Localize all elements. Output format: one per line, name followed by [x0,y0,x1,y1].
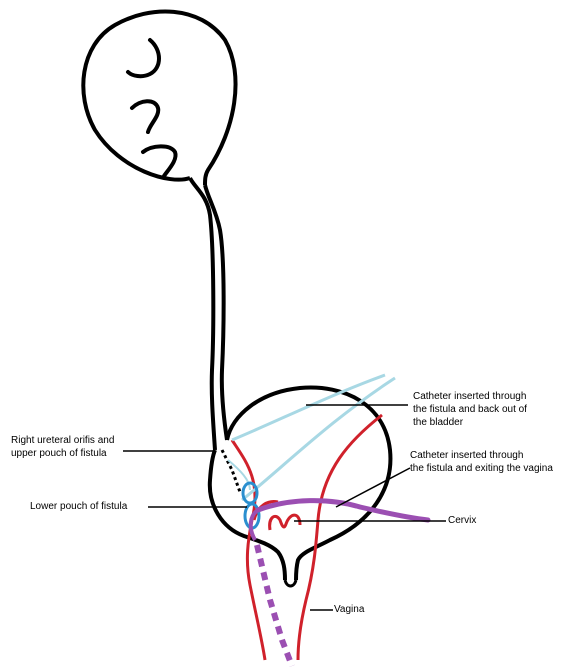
label-cervix: Cervix [448,515,476,527]
fistula-tract-dotted [222,450,240,492]
ureter-left-wall [190,178,215,450]
label-catheter-vagina-2: the fistula and exiting the vagina [410,463,553,475]
label-vagina: Vagina [334,604,364,616]
label-right-ureteral-1: Right ureteral orifis and [11,435,114,447]
urethra-tip [285,580,296,586]
label-catheter-vagina-1: Catheter inserted through [410,450,523,462]
label-catheter-bladder-1: Catheter inserted through [413,391,526,403]
label-catheter-bladder-3: the bladder [413,417,463,429]
leader-catheter-vagina [336,468,410,507]
kidney-outline [83,11,235,185]
cervix-shape [270,515,300,530]
label-catheter-bladder-2: the fistula and back out of [413,404,527,416]
calyx-squiggle-2 [132,101,158,132]
ureter-right-wall [205,185,227,440]
calyx-squiggle-1 [128,40,159,76]
uterus-right-wall [298,415,382,660]
label-lower-pouch: Lower pouch of fistula [30,501,127,513]
label-right-ureteral-2: upper pouch of fistula [11,448,107,460]
